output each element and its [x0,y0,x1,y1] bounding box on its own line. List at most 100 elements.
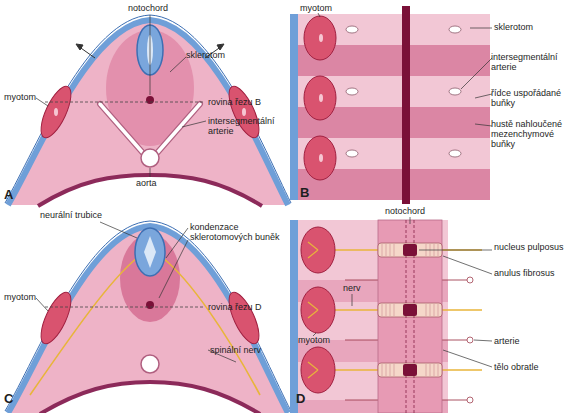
leader-line [36,98,48,106]
gut-endoderm [38,175,262,206]
section-plane [45,307,204,308]
part-label: intersegmentální arterie [208,116,297,136]
leader-line [352,294,353,306]
panel-letter: C [4,392,13,407]
myotome [304,136,336,180]
artery-section [467,277,473,283]
artery-section [467,337,473,343]
part-label: anulus fibrosus [494,268,555,278]
ectoderm-band [290,220,298,413]
nucleus-pulposus [403,244,417,376]
part-label: sklerotom [186,50,225,60]
anulus-fibrosus [390,364,391,376]
anulus-fibrosus [438,304,439,316]
part-label: intersegmentální arterie [491,52,570,72]
anulus-fibrosus [386,304,387,316]
aorta [141,149,159,167]
intersegmental-artery [346,26,461,157]
myotome [304,76,336,120]
leader-line [170,57,186,72]
anulus-fibrosus [394,244,395,256]
part-label: nucleus pulposus [494,242,564,252]
myotome [301,227,335,393]
myotome [35,288,265,347]
anulus-fibrosus [434,304,435,316]
myotome [35,288,77,347]
leader-line [313,217,492,367]
leader-line [475,94,492,98]
leader-line [166,228,188,258]
intersegmental-artery [100,104,200,153]
myotome-core [319,154,323,162]
leader-line [150,15,151,95]
leader-line [443,350,492,367]
anulus-fibrosus [382,244,383,256]
part-label: nerv [343,283,361,293]
intersegmental-artery [449,150,461,157]
notochord [146,301,154,309]
spinal-nerve [30,258,260,395]
myotome-nerve [308,242,318,258]
section-plane [45,307,204,308]
sclerotome-condensation [120,234,180,322]
intersegmental-artery [346,150,358,157]
embryo-body [8,20,288,205]
part-label: rovina řezu D [208,302,262,312]
leader-line [461,58,492,89]
section-plane [45,102,204,103]
embryo-body [8,20,288,205]
myotome [304,16,336,180]
notochord [402,6,410,204]
part-label: neurální trubice [40,210,102,220]
anulus-fibrosus [434,364,435,376]
anulus-fibrosus [378,363,442,377]
gut-endoderm [40,382,260,413]
anulus-fibrosus [378,243,442,377]
part-label: myotom [4,92,36,102]
nucleus-pulposus [403,364,417,376]
neural-tube [144,236,156,268]
gut-endoderm [38,175,262,206]
artery-section [467,277,473,403]
vertebral-body [378,220,442,413]
leader-line [318,13,320,17]
anulus-fibrosus [426,304,427,316]
part-label: myotom [300,3,332,13]
part-label: notochord [128,3,168,13]
myotome-nerve [308,302,318,318]
part-label: tělo obratle [494,362,539,372]
intersegmental-artery [449,88,461,95]
leader-line [474,340,492,341]
aorta [141,355,159,373]
aorta [141,149,159,167]
part-label: myotom [298,335,330,345]
part-label: řídce uspořádané buňky [491,88,570,108]
anulus-fibrosus [378,303,442,317]
myotome-core [319,34,323,162]
embryo-body [8,226,288,413]
sclerotome-band [298,220,448,413]
embryo-body [5,15,291,205]
anulus-fibrosus [386,364,387,376]
gut-endoderm [40,382,260,413]
aorta [141,355,159,373]
part-label: spinální nerv [210,345,261,355]
neural-tube [135,228,165,276]
ectoderm-band [290,14,298,200]
neural-tube [135,228,165,276]
anulus-fibrosus [394,364,395,376]
intersegmental-artery [346,26,358,33]
spinal-nerve [30,258,137,395]
gut-endoderm [38,175,262,206]
myotome [223,288,265,347]
anulus-fibrosus [430,364,431,376]
intersegmental-artery [157,104,200,153]
anulus-fibrosus [438,364,439,376]
leader-line [419,250,492,251]
myotome [304,16,336,60]
embryo-body [8,226,288,413]
part-label: notochord [385,206,425,216]
anulus-fibrosus [390,244,391,256]
myotome [301,347,335,393]
part-label: sklerotom [494,22,533,32]
